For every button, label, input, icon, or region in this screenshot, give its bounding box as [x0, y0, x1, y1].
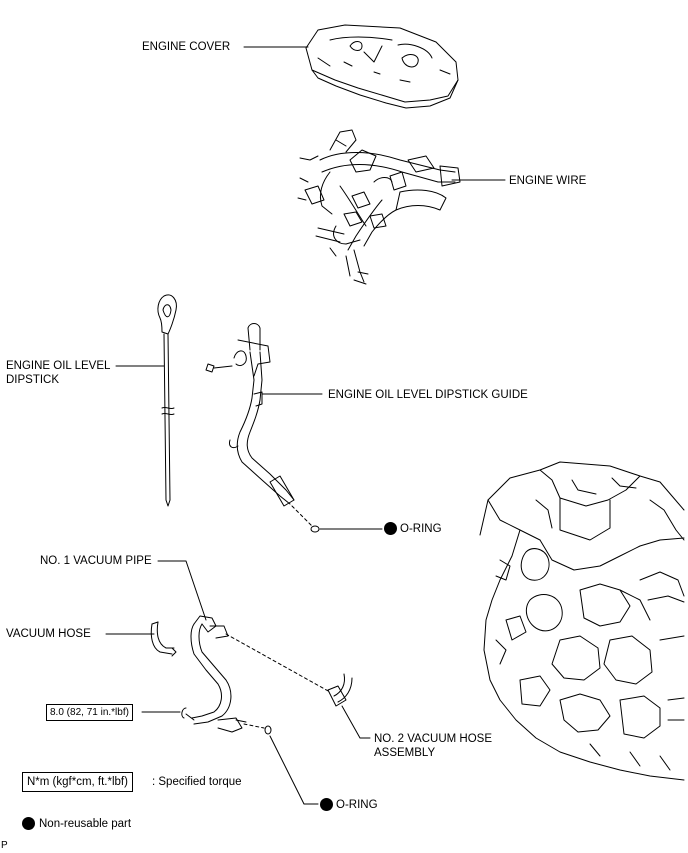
guide-oring-dashed	[291, 505, 313, 527]
dipstick-label: ENGINE OIL LEVEL DIPSTICK	[6, 360, 111, 386]
non-reusable-marker-upper	[384, 522, 397, 535]
engine-wire-drawing	[297, 129, 461, 285]
dipstick-drawing	[157, 294, 177, 507]
oring-lower-shape	[264, 725, 272, 735]
oring-lower-leader	[269, 735, 319, 805]
vacuum-pipe-drawing	[181, 615, 247, 733]
engine-cover-label: ENGINE COVER	[142, 41, 231, 53]
figure-code: P	[1, 840, 8, 851]
oring-lower-label: O-RING	[336, 799, 378, 811]
torque-units-legend-box: N*m (kgf*cm, ft.*lbf)	[22, 772, 133, 792]
vacuum-hose-label: VACUUM HOSE	[6, 628, 91, 640]
vacuum-pipe-leader	[157, 560, 207, 621]
engine-wire-label: ENGINE WIRE	[509, 175, 587, 187]
pipe-to-oring-dashed	[243, 723, 265, 729]
oring-upper-shape	[310, 525, 320, 533]
oring-upper-label: O-RING	[400, 523, 442, 535]
non-reusable-legend-marker	[22, 817, 35, 830]
pipe-to-no2-dashed	[225, 633, 331, 693]
non-reusable-legend-label: Non-reusable part	[39, 818, 132, 830]
dipstick-guide-drawing	[205, 323, 295, 507]
dipstick-guide-label: ENGINE OIL LEVEL DIPSTICK GUIDE	[328, 389, 528, 401]
vacuum-pipe-label: NO. 1 VACUUM PIPE	[40, 555, 152, 567]
vacuum-hose-drawing	[150, 621, 177, 657]
engine-block-drawing	[479, 461, 685, 781]
torque-value-box: 8.0 (82, 71 in.*lbf)	[46, 704, 133, 721]
no2-hose-leader	[341, 705, 371, 739]
no2-vacuum-hose-label: NO. 2 VACUUM HOSE ASSEMBLY	[374, 733, 492, 759]
non-reusable-marker-lower	[320, 798, 333, 811]
torque-legend-description: : Specified torque	[152, 776, 242, 788]
no2-hose-drawing	[327, 673, 353, 707]
engine-cover-drawing	[305, 24, 459, 109]
